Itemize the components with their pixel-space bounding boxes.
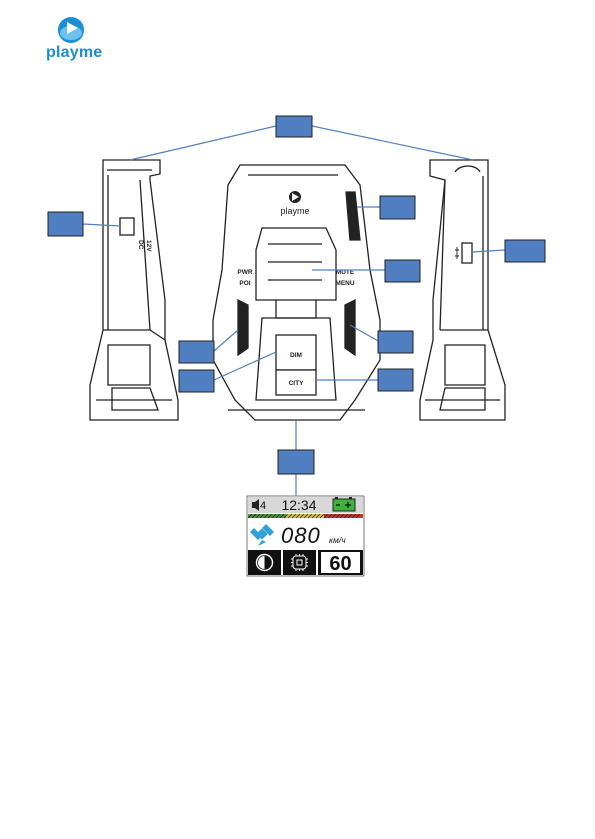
callout-box-left-side [47, 211, 84, 237]
clock-time: 12:34 [281, 497, 316, 513]
callout-box-front-top-right [379, 195, 416, 220]
speed-limit-sign [321, 552, 360, 573]
playme-logo-icon [58, 17, 84, 43]
callout-box-speaker [384, 259, 421, 283]
brand-logo-text: playme [46, 44, 103, 61]
right-side-view [419, 159, 506, 421]
front-view [212, 164, 381, 421]
battery-icon [332, 497, 356, 512]
mode-tile-2 [283, 550, 316, 575]
satellite-icon [250, 524, 274, 546]
left-side-label-line: 12V [145, 240, 152, 252]
city-label: CITY [289, 380, 304, 387]
callout-box-right-side [504, 239, 546, 263]
speed-limit-value: 60 [329, 553, 351, 575]
volume-level: 4 [260, 500, 266, 512]
contrast-icon [255, 553, 274, 572]
left-side-label-line: DC [137, 240, 144, 250]
callout-box-pwr [178, 340, 215, 364]
mute-label: MUTE [336, 269, 355, 276]
usb-icon [455, 247, 459, 259]
front-brand-text: playme [280, 206, 309, 216]
callout-box-city [377, 368, 414, 392]
cpu-icon [291, 554, 308, 571]
lcd-display: 4 12:34 080 км/ч [246, 495, 365, 577]
callout-boxes [47, 115, 546, 475]
signal-strength-bar [247, 513, 363, 519]
dim-label: DIM [290, 352, 302, 359]
volume-icon [252, 499, 259, 511]
menu-label: MENU [335, 280, 354, 287]
speed-value: 080 [281, 523, 321, 548]
poi-label: POI [239, 280, 250, 287]
callout-box-mute [377, 330, 414, 354]
left-side-label: DC12V [137, 240, 152, 252]
front-brand-logo-icon [289, 191, 301, 203]
callout-lines [82, 125, 506, 496]
callout-box-dim [178, 369, 215, 393]
pwr-label: PWR [237, 269, 252, 276]
speed-unit: км/ч [329, 535, 346, 545]
callout-box-display [277, 449, 315, 475]
left-side-view [89, 159, 179, 421]
callout-box-top [275, 115, 313, 138]
